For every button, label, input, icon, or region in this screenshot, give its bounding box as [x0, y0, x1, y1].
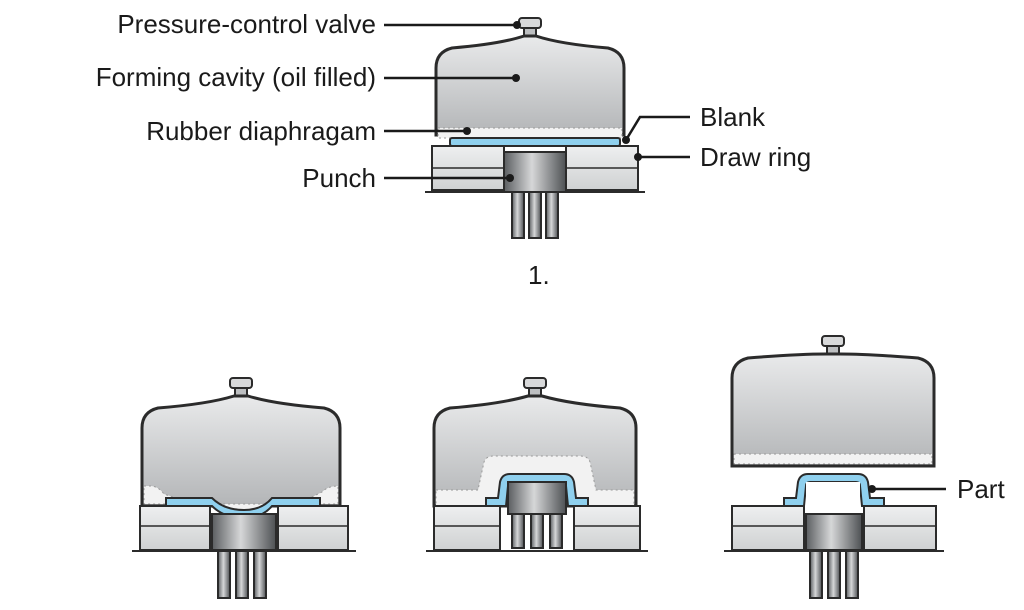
pressure-control-valve: [523, 377, 547, 397]
stage-1-leader-dots: [463, 21, 642, 182]
forming-cavity: [434, 34, 626, 137]
rubber-diaphragm: [733, 453, 933, 465]
punch: [507, 481, 567, 549]
punch: [503, 151, 567, 239]
pressure-control-valve: [518, 17, 542, 37]
draw-ring: [139, 505, 349, 551]
stage-4-assembly: [724, 335, 946, 599]
punch: [805, 513, 863, 599]
pressure-control-valve: [229, 377, 253, 397]
label-punch: Punch: [302, 163, 376, 193]
stage-1-assembly: [384, 17, 690, 239]
part-leader-dot: [868, 485, 876, 493]
stage-2-assembly: [132, 377, 356, 599]
draw-ring: [431, 145, 639, 191]
forming-cavity: [730, 352, 936, 468]
label-rubber-diaphragm: Rubber diaphragam: [146, 116, 376, 146]
stage-3-assembly: [426, 377, 648, 552]
stage-1-leaders: [384, 23, 690, 180]
punch: [211, 513, 277, 599]
label-part: Part: [957, 474, 1005, 504]
label-blank: Blank: [700, 102, 766, 132]
draw-ring: [731, 505, 937, 551]
part-interior: [806, 482, 860, 506]
label-forming-cavity: Forming cavity (oil filled): [95, 62, 376, 92]
label-step-1: 1.: [528, 260, 550, 290]
pressure-control-valve: [821, 335, 845, 355]
forming-cavity: [140, 394, 342, 508]
label-draw-ring: Draw ring: [700, 142, 812, 172]
label-pressure-control-valve: Pressure-control valve: [117, 9, 376, 39]
draw-ring: [433, 505, 641, 551]
blank: [449, 137, 621, 147]
